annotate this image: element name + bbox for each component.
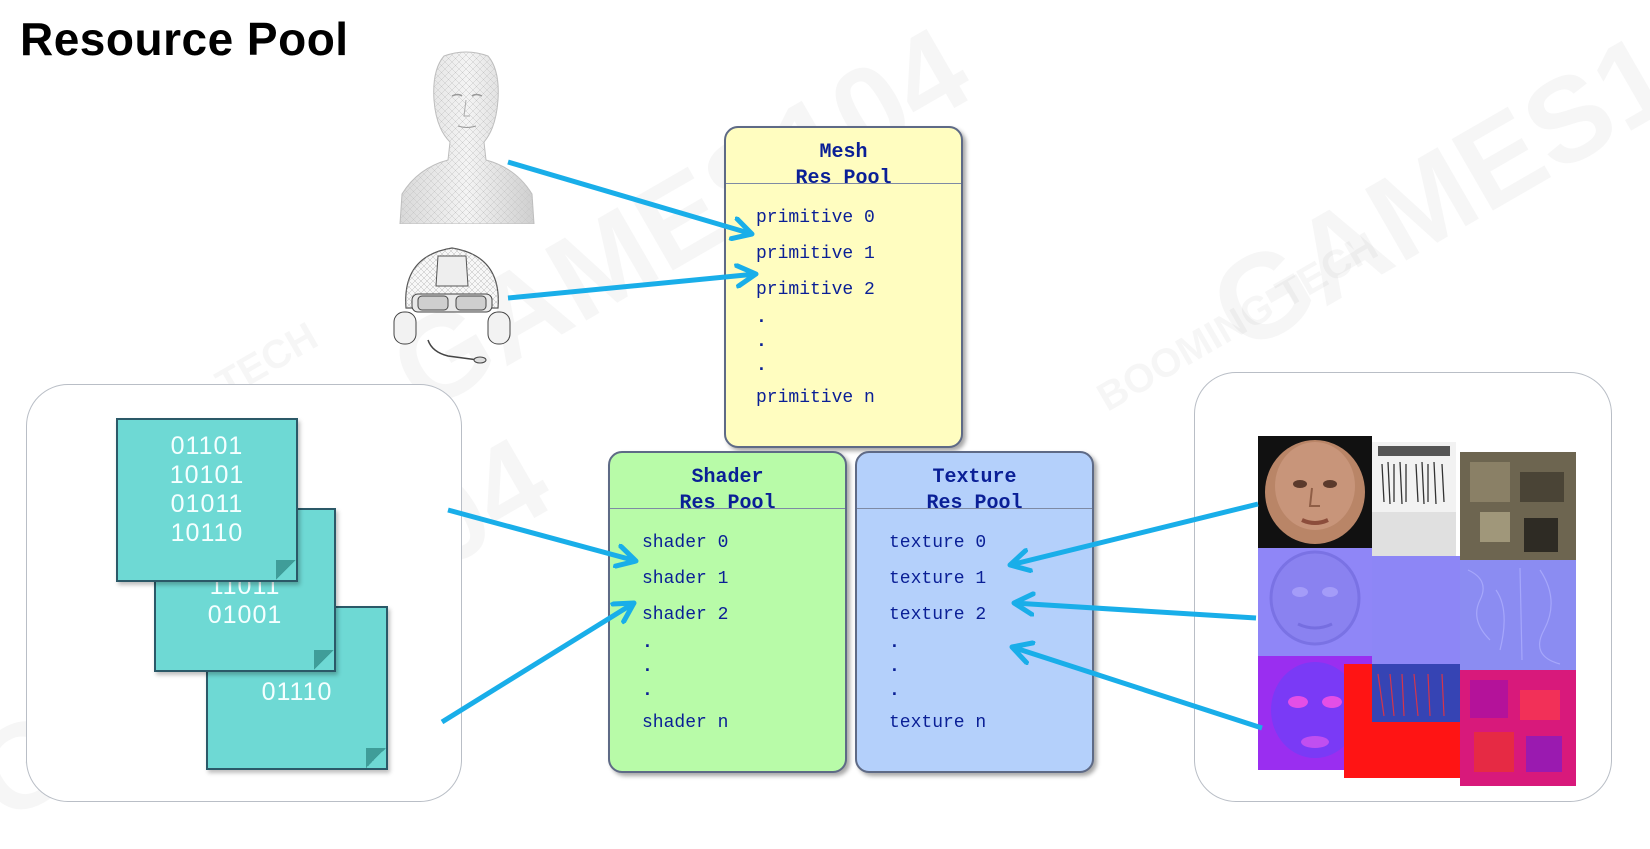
ellipsis-dot: . [642, 657, 653, 677]
texture-map-icon [1258, 436, 1372, 550]
pool-title: Shader [691, 466, 764, 489]
pool-subtitle: Res Pool [926, 492, 1023, 515]
binary-line: 10110 [170, 519, 244, 547]
texture-map-icon [1372, 556, 1460, 664]
binary-line: 01001 [207, 601, 283, 629]
arrow-head-to-primitive-0 [507, 159, 752, 234]
pool-title: Mesh [819, 141, 868, 164]
gear-diffuse-texture [1470, 462, 1564, 552]
texture-map-icon [1460, 670, 1576, 786]
page-fold-icon [366, 748, 386, 768]
mesh-pool-items: primitive 0 primitive 1 primitive 2 . . … [726, 184, 961, 416]
texture-pool-items: texture 0 texture 1 texture 2 . . . text… [857, 509, 1092, 741]
mesh-pool-header: Mesh Res Pool [726, 128, 961, 190]
hair-texture [1372, 446, 1456, 556]
shader-pool-item: shader n [642, 713, 729, 733]
binary-line: 10101 [169, 461, 245, 489]
shader-pool-header: Shader Res Pool [610, 453, 845, 515]
binary-line: 01110 [261, 678, 333, 706]
shader-res-pool: Shader Res Pool shader 0 shader 1 shader… [608, 451, 847, 773]
mesh-res-pool: Mesh Res Pool primitive 0 primitive 1 pr… [724, 126, 963, 448]
texture-pool-item: texture 0 [889, 533, 987, 553]
texture-map-icon [1258, 548, 1372, 656]
ellipsis-dot: . [756, 332, 767, 352]
ellipsis-dot: . [756, 356, 767, 376]
mesh-pool-item: primitive 2 [756, 280, 875, 300]
face-normal-texture [1269, 550, 1361, 646]
texture-map-icon [1372, 442, 1456, 556]
watermark: GAMES104 [1188, 0, 1650, 379]
texture-map-icon [1344, 664, 1460, 778]
mesh-pool-item: primitive 1 [756, 244, 875, 264]
hair-specular-texture [1372, 664, 1460, 722]
page-title: Resource Pool [20, 13, 349, 65]
human-head-wireframe-icon [399, 51, 535, 224]
texture-pool-header: Texture Res Pool [857, 453, 1092, 515]
page-fold-icon [276, 560, 296, 580]
shader-pool-item: shader 1 [642, 569, 729, 589]
pool-subtitle: Res Pool [679, 492, 776, 515]
ellipsis-dot: . [642, 633, 653, 653]
texture-pool-item: texture 1 [889, 569, 987, 589]
shader-pool-item: shader 2 [642, 605, 729, 625]
ellipsis-dot: . [889, 633, 900, 653]
texture-pool-item: texture 2 [889, 605, 987, 625]
binary-line: 01011 [170, 490, 244, 518]
texture-map-icon [1460, 560, 1576, 672]
helmet-wireframe-icon [393, 247, 511, 364]
page-fold-icon [314, 650, 334, 670]
gear-normal-texture [1467, 567, 1561, 665]
ellipsis-dot: . [642, 681, 653, 701]
ellipsis-dot: . [756, 308, 767, 328]
gear-specular-texture [1470, 680, 1562, 772]
mesh-pool-item: primitive 0 [756, 208, 875, 228]
arrow-file-to-shader-1 [440, 603, 634, 725]
mesh-pool-item: primitive n [756, 388, 875, 408]
face-diffuse-texture [1265, 440, 1365, 544]
shader-pool-items: shader 0 shader 1 shader 2 . . . shader … [610, 509, 845, 741]
texture-map-icon [1460, 452, 1576, 560]
texture-res-pool: Texture Res Pool texture 0 texture 1 tex… [855, 451, 1094, 773]
binary-file-icon: 01101 10101 01011 10110 [116, 418, 298, 582]
pool-title: Texture [932, 466, 1017, 489]
pool-subtitle: Res Pool [795, 167, 892, 190]
ellipsis-dot: . [889, 681, 900, 701]
texture-pool-item: texture n [889, 713, 987, 733]
ellipsis-dot: . [889, 657, 900, 677]
binary-line: 01101 [170, 432, 244, 460]
shader-pool-item: shader 0 [642, 533, 729, 553]
face-specular-texture [1271, 662, 1359, 758]
arrow-helmet-to-primitive-1 [507, 274, 756, 301]
